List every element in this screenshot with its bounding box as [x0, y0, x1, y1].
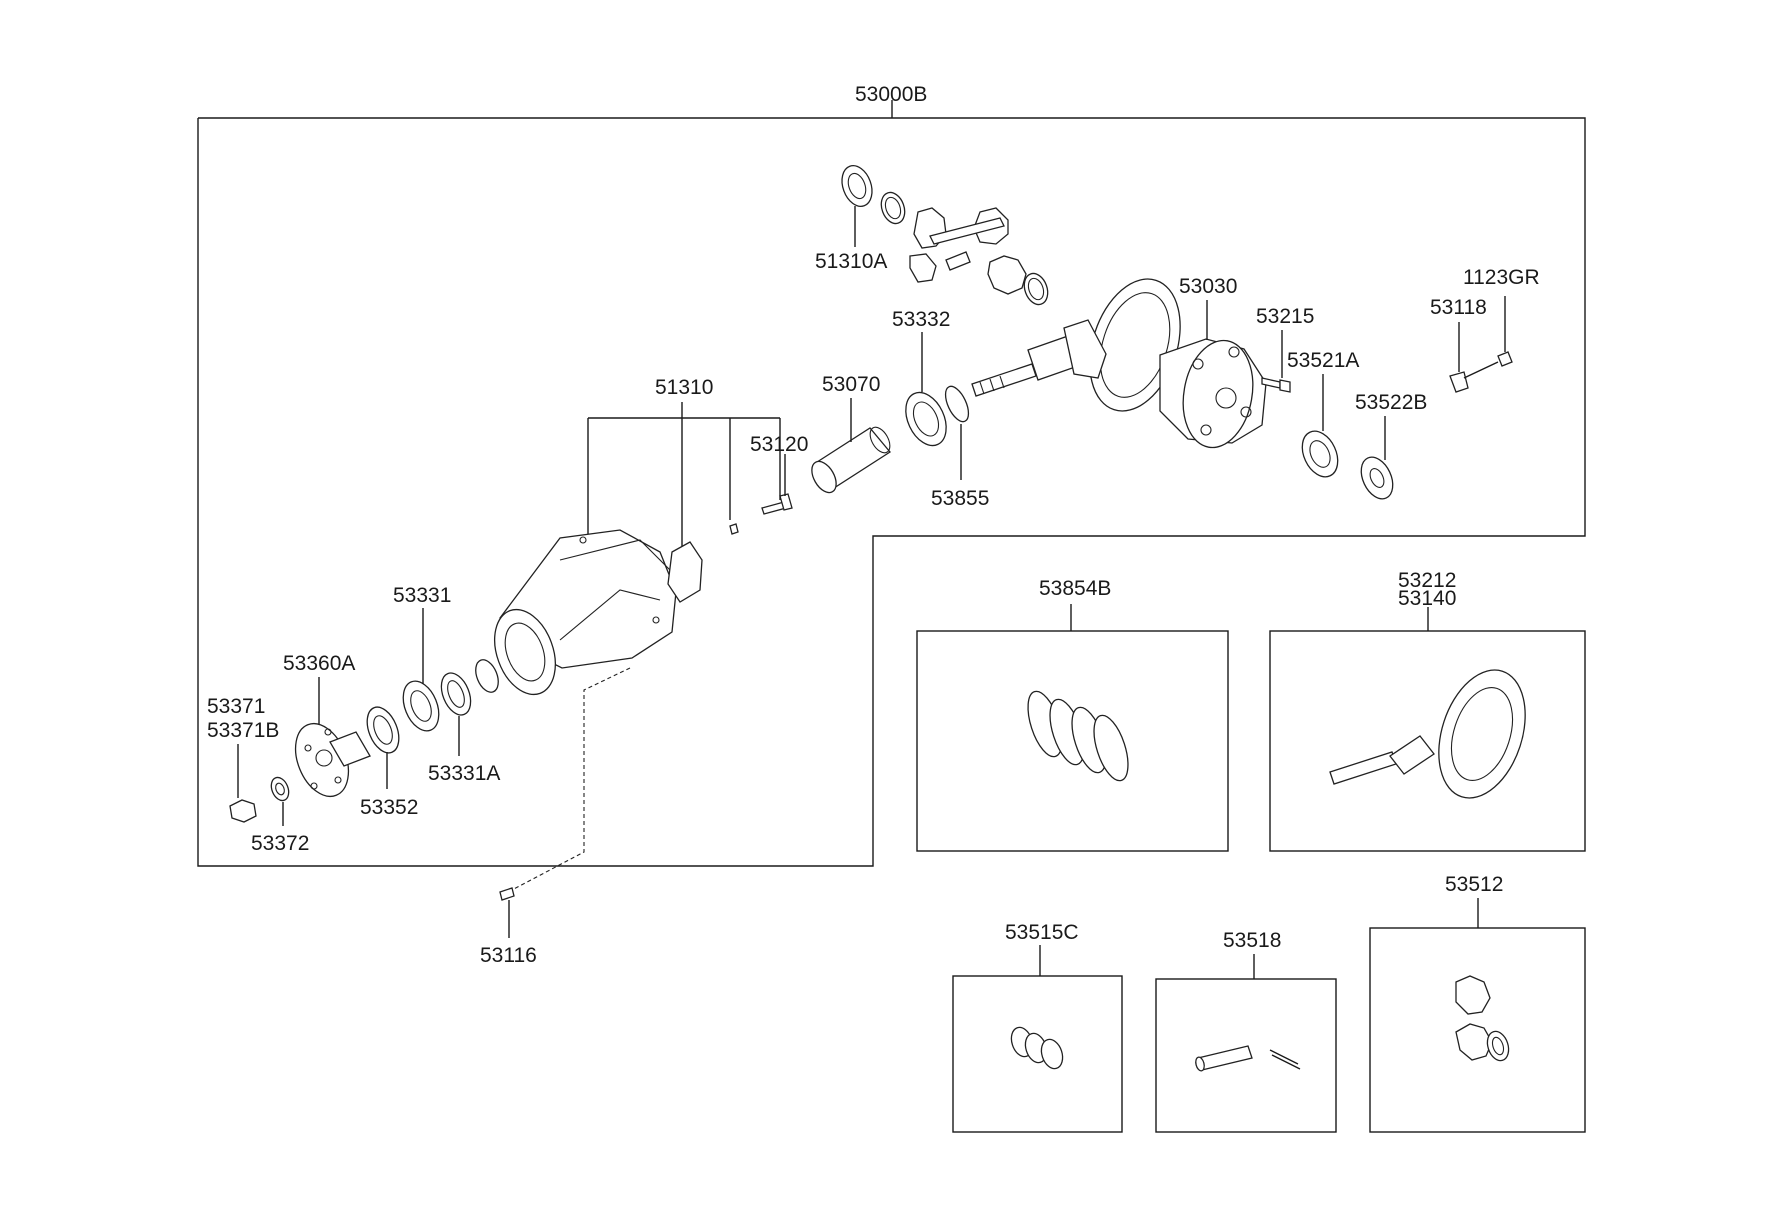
- bearing-53331-drawing: [402, 608, 440, 732]
- bolt-bracket-drawing: [1449, 296, 1513, 393]
- bearing-53521A-drawing: [1301, 374, 1339, 478]
- label-51310[interactable]: 51310: [655, 376, 713, 399]
- spacer-set-drawing: [1027, 690, 1129, 782]
- shim-53855-drawing: [944, 385, 970, 480]
- label-53331[interactable]: 53331: [393, 584, 451, 607]
- flange-53360A-drawing: [294, 677, 371, 798]
- box-53515C: [952, 945, 1123, 1133]
- label-53360A[interactable]: 53360A: [283, 652, 355, 675]
- washer-53372-drawing: [270, 776, 290, 826]
- nut-53371-drawing: [229, 744, 257, 823]
- seal-53352-drawing: [366, 706, 400, 789]
- label-53854B[interactable]: 53854B: [1039, 577, 1111, 600]
- label-53331A[interactable]: 53331A: [428, 762, 500, 785]
- ring-pinion-set-drawing: [1329, 669, 1526, 799]
- label-53215[interactable]: 53215: [1256, 305, 1314, 328]
- ring-gear-case-drawing: [1089, 278, 1267, 449]
- box-53854B: [916, 604, 1229, 852]
- label-53352[interactable]: 53352: [360, 796, 418, 819]
- assembly-outline: [197, 100, 1586, 867]
- side-gear-set-drawing: [1455, 975, 1510, 1062]
- label-53030[interactable]: 53030: [1179, 275, 1237, 298]
- differential-gears-drawing: [841, 165, 1049, 306]
- box-53512: [1369, 898, 1586, 1133]
- callout-51310: [587, 402, 781, 550]
- label-53518[interactable]: 53518: [1223, 929, 1281, 952]
- pinion-shaft-drawing: [1195, 1045, 1301, 1072]
- label-53332[interactable]: 53332: [892, 308, 950, 331]
- label-53070[interactable]: 53070: [822, 373, 880, 396]
- box-53212-53140: [1269, 607, 1586, 852]
- box-53518: [1155, 954, 1337, 1133]
- assembly-label[interactable]: 53000B: [855, 83, 927, 106]
- label-51310A[interactable]: 51310A: [815, 250, 887, 273]
- label-53855[interactable]: 53855: [931, 487, 989, 510]
- label-53522B[interactable]: 53522B: [1355, 391, 1427, 414]
- race-53331A-drawing: [440, 659, 499, 756]
- label-53212[interactable]: 53212: [1398, 569, 1456, 592]
- label-53515C[interactable]: 53515C: [1005, 921, 1079, 944]
- washer-set-drawing: [1010, 1026, 1064, 1070]
- callout-53116: [499, 667, 631, 938]
- bolt-53120-drawing: [761, 454, 793, 515]
- bearing-53332-drawing: [905, 332, 947, 447]
- label-53372[interactable]: 53372: [251, 832, 309, 855]
- drive-pinion-drawing: [971, 319, 1107, 397]
- label-1123GR[interactable]: 1123GR: [1463, 266, 1540, 289]
- label-53371B[interactable]: 53371B: [207, 719, 279, 742]
- label-53512[interactable]: 53512: [1445, 873, 1503, 896]
- label-53116[interactable]: 53116: [480, 944, 537, 967]
- carrier-housing-drawing: [494, 523, 739, 696]
- label-53120[interactable]: 53120: [750, 433, 808, 456]
- label-53371[interactable]: 53371: [207, 695, 265, 718]
- spacer-53070-drawing: [811, 398, 891, 494]
- label-53521A[interactable]: 53521A: [1287, 349, 1359, 372]
- bolt-53215-drawing: [1261, 330, 1291, 393]
- label-53140[interactable]: 53140: [1398, 587, 1456, 610]
- label-53118[interactable]: 53118: [1430, 296, 1487, 319]
- washer-53522B-drawing: [1360, 416, 1394, 500]
